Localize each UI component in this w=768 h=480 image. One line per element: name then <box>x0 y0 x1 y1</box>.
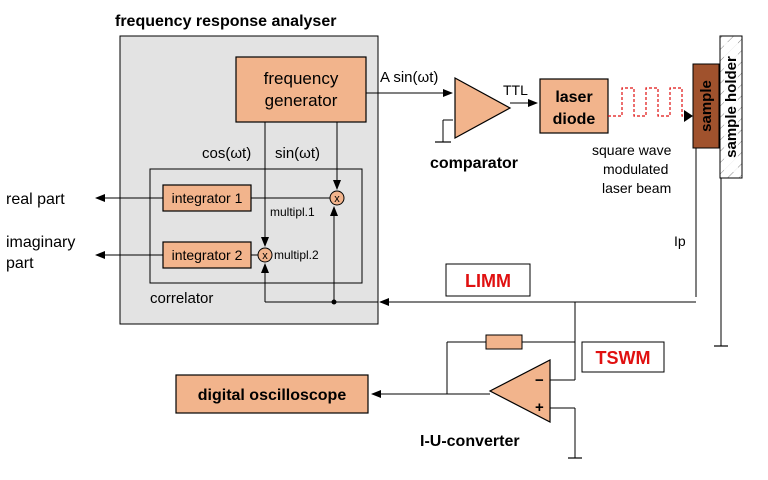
i-u-converter-opamp <box>488 359 551 423</box>
tswm-label: TSWM <box>596 348 651 368</box>
cos-label: cos(ωt) <box>202 145 251 162</box>
integrator-1-block <box>162 184 252 212</box>
opamp-minus-input: − <box>535 372 544 389</box>
frequency-generator-label-2: generator <box>265 91 338 110</box>
multiplier-1-symbol: x <box>334 193 340 205</box>
a-sin-label: A sin(ωt) <box>380 69 438 86</box>
laser-diode-label-2: diode <box>553 111 596 128</box>
laser-diode-label-1: laser <box>555 89 592 106</box>
multiplier-1-label: multipl.1 <box>270 205 315 219</box>
square-wave-label-1: square wave <box>592 142 672 158</box>
real-part-label: real part <box>6 191 65 208</box>
digital-oscilloscope-block <box>175 374 369 414</box>
sample-label: sample <box>698 80 715 132</box>
comparator-triangle <box>454 76 512 140</box>
limm-label: LIMM <box>465 271 511 291</box>
feed-junction-dot <box>331 299 337 305</box>
ip-label: Ip <box>674 233 686 249</box>
ttl-label: TTL <box>503 82 528 98</box>
imaginary-part-label-1: imaginary <box>6 234 75 251</box>
comparator-label: comparator <box>430 155 518 172</box>
sin-label: sin(ωt) <box>275 145 320 162</box>
feedback-resistor <box>485 334 523 350</box>
square-wave-label-3: laser beam <box>602 180 671 196</box>
sample-block <box>692 63 720 149</box>
i-u-converter-label: I-U-converter <box>420 433 520 450</box>
beam-arrowhead <box>684 110 693 122</box>
frequency-generator-block <box>235 56 367 123</box>
limm-label-box <box>445 263 531 297</box>
analyser-title: frequency response analyser <box>115 13 336 30</box>
tswm-label-box <box>581 341 665 373</box>
imaginary-part-label-2: part <box>6 255 34 272</box>
multiplier-2-symbol: x <box>262 250 268 262</box>
digital-oscilloscope-label: digital oscilloscope <box>198 387 347 404</box>
opamp-plus-input: + <box>535 399 544 416</box>
correlator-box <box>149 168 363 284</box>
multiplier-2-label: multipl.2 <box>274 248 319 262</box>
integrator-2-label: integrator 2 <box>172 247 243 263</box>
sample-holder-label: sample holder <box>723 56 740 158</box>
sample-holder-label-bg <box>724 42 738 172</box>
square-wave-beam <box>608 87 690 117</box>
integrator-1-label: integrator 1 <box>172 190 243 206</box>
square-wave-label-2: modulated <box>603 161 668 177</box>
correlator-label: correlator <box>150 290 213 307</box>
frequency-generator-label-1: frequency <box>264 69 339 88</box>
laser-diode-block <box>539 78 609 134</box>
